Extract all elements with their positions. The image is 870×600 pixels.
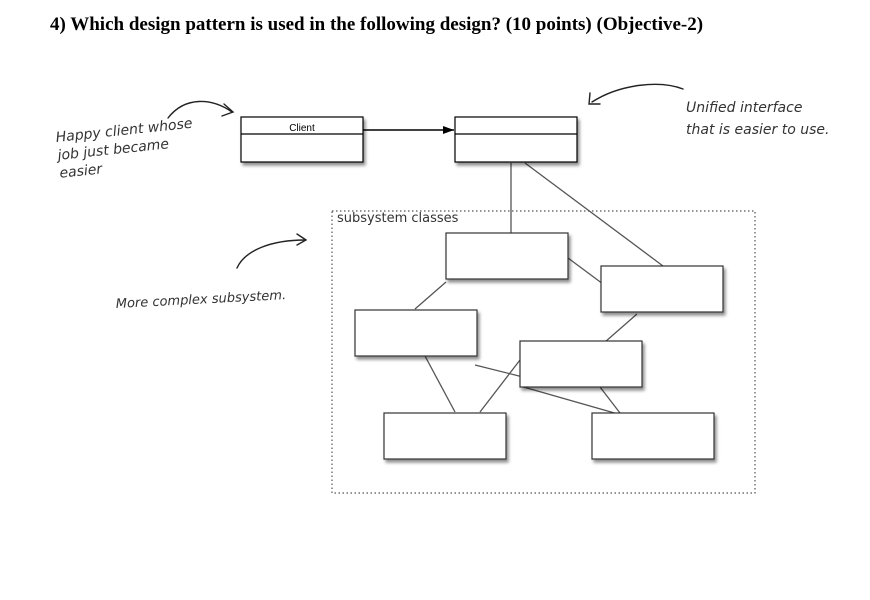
connector-mid-to-bottom-left — [479, 359, 521, 413]
connector-left-to-bottom-left — [424, 355, 456, 413]
subsystem-class-right — [600, 265, 724, 313]
subsystem-class-left — [354, 309, 478, 357]
connector-lines — [414, 162, 664, 415]
subsystem-class-top — [445, 232, 569, 280]
subsystem-class-middle — [519, 340, 643, 388]
complex-subsystem-arrow — [236, 239, 306, 269]
unified-interface-arrow — [591, 83, 684, 103]
connector-left-to-mid — [474, 364, 524, 378]
connector-top-to-right — [567, 257, 604, 285]
annotation-arrows — [167, 83, 684, 269]
unified-interface-line-1: Unified interface — [686, 100, 802, 116]
subsystem-class-bottom-left — [383, 412, 507, 460]
question-text: 4) Which design pattern is used in the f… — [50, 14, 704, 35]
subsystem-label: subsystem classes — [337, 211, 459, 226]
subsystem-class-boxes — [354, 232, 724, 460]
happy-client-line-3: easier — [59, 161, 104, 182]
client-label: Client — [289, 123, 315, 134]
subsystem-class-bottom-right — [591, 412, 715, 460]
connector-right-to-mid — [604, 313, 638, 343]
happy-client-arrow — [167, 100, 233, 119]
happy-client-annotation: Happy client whose job just became easie… — [53, 115, 201, 182]
complex-subsystem-annotation: More complex subsystem. — [115, 288, 286, 312]
connector-mid-to-bottom-right — [519, 385, 619, 415]
connector-top-to-left — [414, 281, 447, 310]
facade-class-box — [454, 116, 578, 163]
connector-mid-down-to-bottom-right — [599, 386, 621, 414]
unified-interface-annotation: Unified interface that is easier to use. — [686, 100, 829, 138]
client-class-box — [240, 116, 364, 163]
subsystem-boundary — [331, 210, 756, 494]
unified-interface-line-2: that is easier to use. — [686, 122, 829, 138]
connector-facade-to-class-right — [524, 162, 664, 267]
